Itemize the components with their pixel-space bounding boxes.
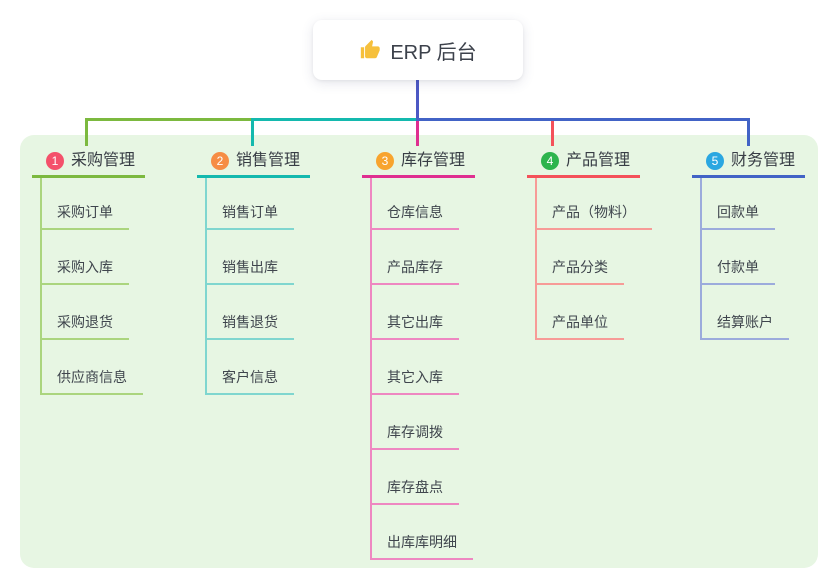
branch-purchase: 1 采购管理 采购订单 采购入库 采购退货 供应商信息 bbox=[32, 149, 145, 395]
child-label: 付款单 bbox=[717, 259, 759, 275]
child-label: 采购退货 bbox=[57, 314, 113, 330]
child-node[interactable]: 其它入库 bbox=[372, 340, 459, 395]
child-node[interactable]: 采购入库 bbox=[42, 230, 129, 285]
connector-drop-finance bbox=[747, 118, 750, 146]
child-label: 产品库存 bbox=[387, 259, 443, 275]
child-label: 采购订单 bbox=[57, 204, 113, 220]
child-node[interactable]: 产品单位 bbox=[537, 285, 624, 340]
branch-number-badge: 5 bbox=[706, 151, 724, 170]
child-label: 库存调拨 bbox=[387, 424, 443, 440]
connector-drop-sales bbox=[251, 118, 254, 146]
branch-title: 库存管理 bbox=[401, 151, 466, 169]
branch-sales: 2 销售管理 销售订单 销售出库 销售退货 客户信息 bbox=[197, 149, 310, 395]
child-node[interactable]: 供应商信息 bbox=[42, 340, 143, 395]
child-node[interactable]: 采购订单 bbox=[42, 178, 129, 230]
child-label: 出库库明细 bbox=[387, 534, 457, 550]
child-label: 仓库信息 bbox=[387, 204, 443, 220]
connector-drop-inventory bbox=[416, 121, 419, 146]
connector-drop-product bbox=[551, 121, 554, 146]
child-label: 库存盘点 bbox=[387, 479, 443, 495]
child-label: 回款单 bbox=[717, 204, 759, 220]
branch-header-sales[interactable]: 2 销售管理 bbox=[197, 149, 310, 178]
child-node[interactable]: 产品（物料） bbox=[537, 178, 652, 230]
child-node[interactable]: 采购退货 bbox=[42, 285, 129, 340]
connector-root-stem bbox=[416, 80, 419, 121]
branch-header-inventory[interactable]: 3 库存管理 bbox=[362, 149, 475, 178]
branch-number-badge: 1 bbox=[46, 151, 64, 170]
child-node[interactable]: 回款单 bbox=[702, 178, 775, 230]
branch-children: 产品（物料） 产品分类 产品单位 bbox=[535, 178, 652, 340]
child-label: 结算账户 bbox=[717, 314, 773, 330]
connector-horizontal-purchase bbox=[85, 118, 254, 121]
branch-children: 销售订单 销售出库 销售退货 客户信息 bbox=[205, 178, 294, 395]
child-label: 销售出库 bbox=[222, 259, 278, 275]
child-node[interactable]: 销售出库 bbox=[207, 230, 294, 285]
child-label: 供应商信息 bbox=[57, 369, 127, 385]
branch-children: 回款单 付款单 结算账户 bbox=[700, 178, 789, 340]
branch-title: 采购管理 bbox=[71, 151, 136, 169]
child-node[interactable]: 付款单 bbox=[702, 230, 775, 285]
child-label: 销售退货 bbox=[222, 314, 278, 330]
child-node[interactable]: 销售订单 bbox=[207, 178, 294, 230]
branches-panel bbox=[20, 135, 818, 568]
branch-children: 采购订单 采购入库 采购退货 供应商信息 bbox=[40, 178, 143, 395]
child-node[interactable]: 客户信息 bbox=[207, 340, 294, 395]
child-label: 产品分类 bbox=[552, 259, 608, 275]
child-node[interactable]: 仓库信息 bbox=[372, 178, 459, 230]
branch-header-product[interactable]: 4 产品管理 bbox=[527, 149, 640, 178]
child-label: 销售订单 bbox=[222, 204, 278, 220]
branch-children: 仓库信息 产品库存 其它出库 其它入库 库存调拨 库存盘点 出库库明细 bbox=[370, 178, 473, 560]
child-node[interactable]: 产品分类 bbox=[537, 230, 624, 285]
branch-title: 销售管理 bbox=[236, 151, 301, 169]
connector-drop-purchase bbox=[85, 118, 88, 146]
child-node[interactable]: 产品库存 bbox=[372, 230, 459, 285]
branch-number-badge: 2 bbox=[211, 151, 229, 170]
branch-number-badge: 4 bbox=[541, 151, 559, 170]
child-label: 其它出库 bbox=[387, 314, 443, 330]
branch-inventory: 3 库存管理 仓库信息 产品库存 其它出库 其它入库 库存调拨 库存盘点 出库库… bbox=[362, 149, 475, 560]
branch-title: 财务管理 bbox=[731, 151, 796, 169]
child-node[interactable]: 出库库明细 bbox=[372, 505, 473, 560]
child-node[interactable]: 库存盘点 bbox=[372, 450, 459, 505]
root-node[interactable]: ERP 后台 bbox=[313, 20, 523, 80]
branch-finance: 5 财务管理 回款单 付款单 结算账户 bbox=[692, 149, 805, 340]
child-node[interactable]: 销售退货 bbox=[207, 285, 294, 340]
connector-horizontal-sales bbox=[251, 118, 419, 121]
child-node[interactable]: 库存调拨 bbox=[372, 395, 459, 450]
branch-title: 产品管理 bbox=[566, 151, 631, 169]
branch-product: 4 产品管理 产品（物料） 产品分类 产品单位 bbox=[527, 149, 652, 340]
branch-header-purchase[interactable]: 1 采购管理 bbox=[32, 149, 145, 178]
root-title: ERP 后台 bbox=[390, 41, 477, 64]
child-node[interactable]: 结算账户 bbox=[702, 285, 789, 340]
thumbs-up-icon bbox=[359, 39, 381, 61]
branch-number-badge: 3 bbox=[376, 151, 394, 170]
child-label: 产品（物料） bbox=[552, 204, 636, 220]
child-label: 采购入库 bbox=[57, 259, 113, 275]
connector-horizontal-finance bbox=[416, 118, 750, 121]
child-node[interactable]: 其它出库 bbox=[372, 285, 459, 340]
child-label: 其它入库 bbox=[387, 369, 443, 385]
child-label: 客户信息 bbox=[222, 369, 278, 385]
child-label: 产品单位 bbox=[552, 314, 608, 330]
branch-header-finance[interactable]: 5 财务管理 bbox=[692, 149, 805, 178]
